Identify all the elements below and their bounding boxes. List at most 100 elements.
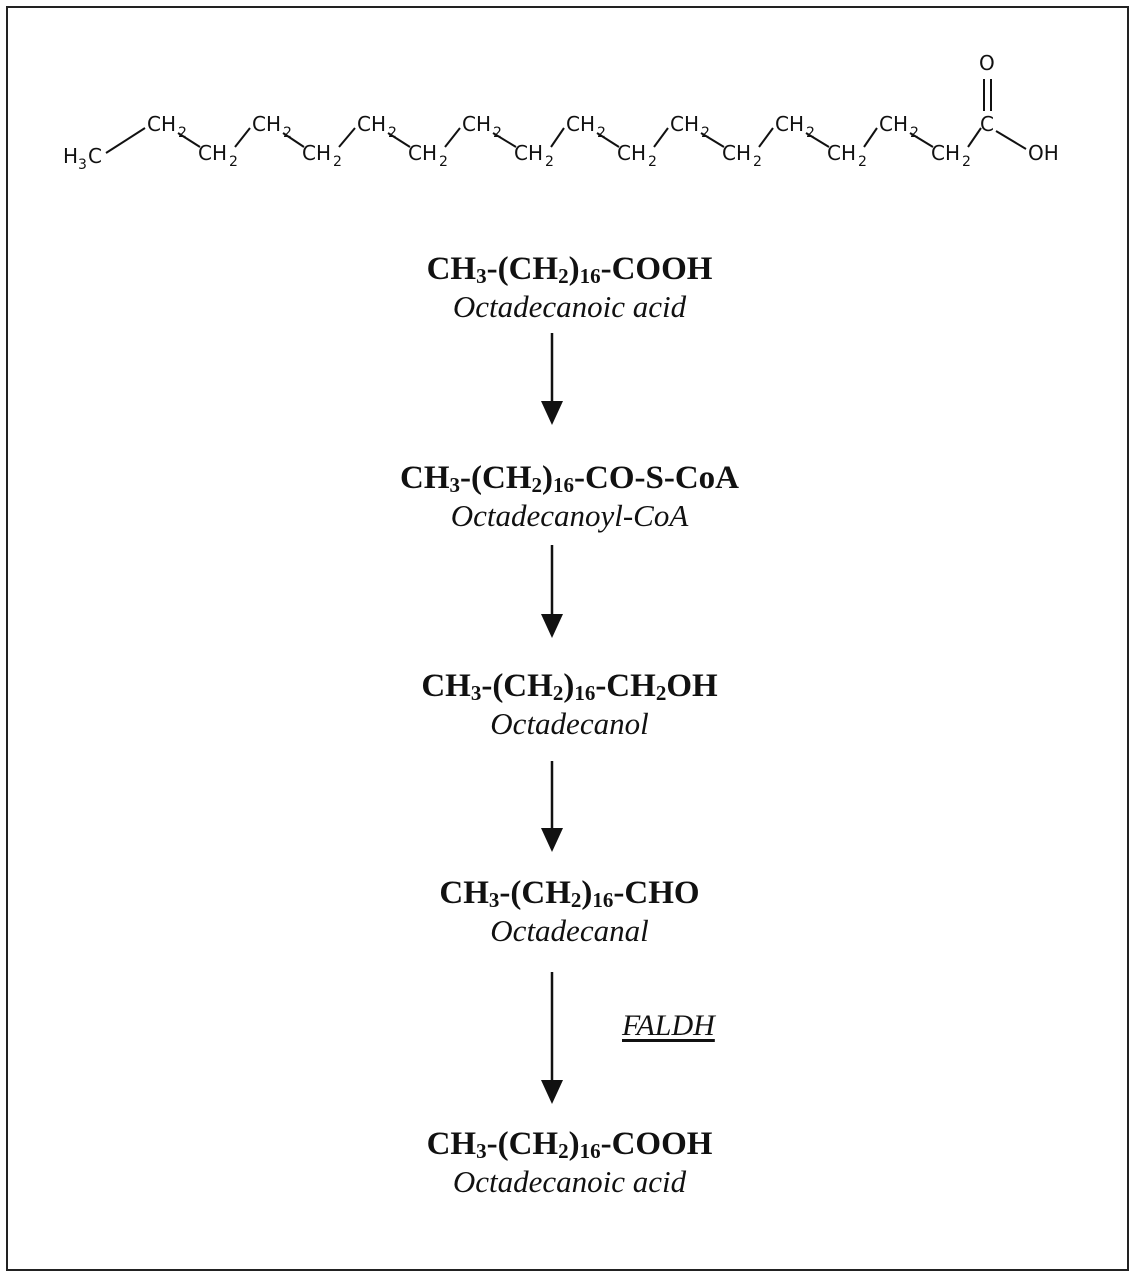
methylene-group: CH <box>931 141 960 165</box>
methylene-group: CH <box>198 141 227 165</box>
methylene-group: CH <box>462 112 491 136</box>
bond-line <box>909 132 934 148</box>
formula-subscript: 16 <box>553 473 574 497</box>
stage-octadecanal: CH3-(CH2)16-CHO Octadecanal <box>0 874 1139 950</box>
carboxyl-carbon: C <box>980 112 994 136</box>
methylene-subscript: 2 <box>229 154 238 170</box>
methylene-group: CH <box>408 141 437 165</box>
formula-segment: ) <box>542 460 553 496</box>
formula-segment: CH <box>426 251 477 287</box>
bond-line <box>444 127 461 148</box>
bond-line <box>700 132 725 148</box>
methylene-subscript: 2 <box>178 125 187 141</box>
methylene-group: CH <box>722 141 751 165</box>
methylene-group: CH <box>514 141 543 165</box>
bond-line <box>282 132 305 148</box>
methylene-subscript: 2 <box>858 154 867 170</box>
formula-segment: -(CH <box>486 1126 559 1162</box>
formula-segment: -CO-S-CoA <box>574 460 739 496</box>
diagram-frame <box>6 6 1129 1271</box>
formula-segment: -(CH <box>486 251 559 287</box>
methylene-subscript: 2 <box>701 125 710 141</box>
methylene-subscript: 2 <box>545 154 554 170</box>
bond-line <box>653 127 669 148</box>
stage-formula: CH3-(CH2)16-CO-S-CoA <box>0 459 1139 497</box>
methylene-subscript: 2 <box>753 154 762 170</box>
bond-line <box>234 127 251 148</box>
methylene-group: CH <box>827 141 856 165</box>
formula-segment: CH <box>421 668 471 704</box>
methylene-subscript: 2 <box>648 154 657 170</box>
formula-subscript: 16 <box>579 264 601 288</box>
methylene-group: CH <box>302 141 331 165</box>
enzyme-label-faldh: FALDH <box>622 1009 715 1042</box>
formula-segment: ) <box>581 875 593 911</box>
formula-segment: -(CH <box>481 668 553 704</box>
bond-line <box>758 127 774 148</box>
stage-name: Octadecanoic acid <box>452 1164 687 1199</box>
bond-line <box>805 132 830 148</box>
stage-octadecanoic-acid: CH3-(CH2)16-COOH Octadecanoic acid <box>0 250 1139 326</box>
bond-line <box>550 127 565 148</box>
bond-line <box>492 132 517 148</box>
formula-segment: -(CH <box>460 460 532 496</box>
bond-line <box>387 132 411 148</box>
stage-octadecanoic-acid-product: CH3-(CH2)16-COOH Octadecanoic acid <box>0 1125 1139 1201</box>
formula-segment: -(CH <box>499 875 571 911</box>
formula-segment: CH <box>426 1126 477 1162</box>
formula-subscript: 3 <box>470 681 482 705</box>
methylene-subscript: 2 <box>283 125 292 141</box>
bond-line <box>967 127 982 148</box>
formula-subscript: 3 <box>488 888 500 912</box>
stage-name: Octadecanal <box>490 913 649 948</box>
formula-subscript: 3 <box>449 473 461 497</box>
formula-subscript: 16 <box>592 888 614 912</box>
stage-formula: CH3-(CH2)16-COOH <box>0 250 1139 288</box>
methylene-subscript: 2 <box>597 125 606 141</box>
methylene-group: CH <box>879 112 908 136</box>
stage-name: Octadecanol <box>490 706 649 741</box>
methylene-group: CH <box>147 112 176 136</box>
formula-subscript: 2 <box>558 264 569 288</box>
methylene-group: CH <box>617 141 646 165</box>
formula-subscript: 2 <box>570 888 582 912</box>
formula-subscript: 2 <box>552 681 564 705</box>
hydroxyl-group: OH <box>1028 141 1059 165</box>
methylene-group: CH <box>566 112 595 136</box>
formula-segment: -CHO <box>613 875 700 911</box>
bond-line <box>596 132 620 148</box>
methyl-subscript: 3 <box>78 157 87 173</box>
methylene-subscript: 2 <box>333 154 342 170</box>
methylene-group: CH <box>670 112 699 136</box>
stage-octadecanoyl-coa: CH3-(CH2)16-CO-S-CoA Octadecanoyl-CoA <box>0 459 1139 535</box>
formula-subscript: 2 <box>531 473 543 497</box>
bond-line <box>863 127 878 148</box>
methyl-carbon: C <box>88 144 102 168</box>
bond-line <box>105 127 146 154</box>
methylene-subscript: 2 <box>388 125 397 141</box>
methylene-group: CH <box>775 112 804 136</box>
methylene-subscript: 2 <box>962 154 971 170</box>
stage-formula: CH3-(CH2)16-CH2OH <box>0 667 1139 705</box>
formula-segment: ) <box>563 668 575 704</box>
methyl-group: H <box>63 144 78 168</box>
methylene-group: CH <box>252 112 281 136</box>
formula-segment: CH <box>439 875 489 911</box>
bond-line <box>995 130 1027 150</box>
bond-line <box>338 127 356 148</box>
formula-subscript: 16 <box>574 681 596 705</box>
stage-name: Octadecanoic acid <box>452 289 687 324</box>
stage-name: Octadecanoyl-CoA <box>450 498 689 533</box>
stage-formula: CH3-(CH2)16-CHO <box>0 874 1139 912</box>
stage-octadecanol: CH3-(CH2)16-CH2OH Octadecanol <box>0 667 1139 743</box>
formula-segment: -COOH <box>600 1126 713 1162</box>
formula-subscript: 2 <box>655 681 667 705</box>
formula-subscript: 3 <box>476 264 487 288</box>
formula-segment: CH <box>400 460 450 496</box>
methylene-subscript: 2 <box>493 125 502 141</box>
formula-segment: -COOH <box>600 251 713 287</box>
formula-subscript: 16 <box>579 1139 601 1163</box>
formula-segment: ) <box>568 251 580 287</box>
bond-line <box>177 132 201 148</box>
